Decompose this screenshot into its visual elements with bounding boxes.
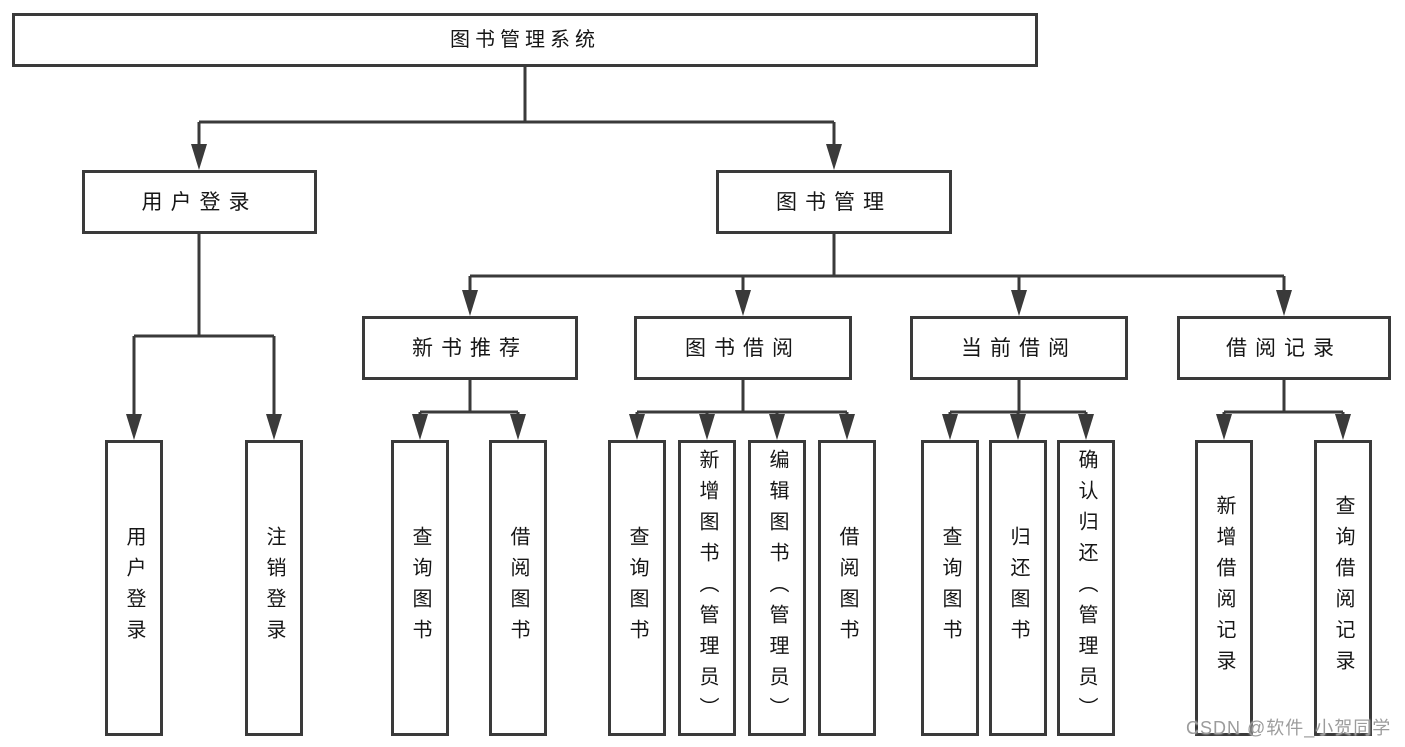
- node-user-login-label: 用户登录: [141, 190, 258, 214]
- leaf-borrow-books-borrowing-label: 借阅图书: [836, 526, 858, 650]
- leaf-user-login-label: 用户登录: [123, 526, 145, 650]
- connector-book-borrow-to-leaves: [635, 380, 849, 418]
- node-book-borrowing-label: 图书借阅: [685, 336, 801, 360]
- leaf-query-books-recommend: 查询图书: [391, 440, 449, 736]
- leaf-query-books-recommend-label: 查询图书: [409, 526, 431, 650]
- node-current-borrowing-label: 当前借阅: [961, 336, 1077, 360]
- leaf-add-borrow-record: 新增借阅记录: [1195, 440, 1253, 736]
- leaf-query-borrow-record: 查询借阅记录: [1314, 440, 1372, 736]
- leaf-confirm-return-admin: 确认归还（管理员）: [1057, 440, 1115, 736]
- node-borrowing-records-label: 借阅记录: [1226, 336, 1342, 360]
- node-user-login: 用户登录: [82, 170, 317, 234]
- leaf-logout-label: 注销登录: [263, 526, 285, 650]
- connector-book-mgmt-to-level3: [468, 234, 1286, 294]
- node-book-management: 图书管理: [716, 170, 952, 234]
- leaf-query-books-borrowing-label: 查询图书: [626, 526, 648, 650]
- leaf-add-book-admin: 新增图书（管理员）: [678, 440, 736, 736]
- node-new-book-recommendation-label: 新书推荐: [412, 336, 528, 360]
- leaf-edit-book-admin-label: 编辑图书（管理员）: [766, 448, 788, 728]
- node-current-borrowing: 当前借阅: [910, 316, 1128, 380]
- leaf-borrow-books-borrowing: 借阅图书: [818, 440, 876, 736]
- leaf-return-book: 归还图书: [989, 440, 1047, 736]
- leaf-user-login: 用户登录: [105, 440, 163, 736]
- node-new-book-recommendation: 新书推荐: [362, 316, 578, 380]
- node-library-system: 图书管理系统: [12, 13, 1038, 67]
- watermark: CSDN @软件_小贺同学: [1186, 718, 1392, 738]
- leaf-query-books-current: 查询图书: [921, 440, 979, 736]
- connector-root-to-level2: [197, 67, 836, 148]
- leaf-query-books-borrowing: 查询图书: [608, 440, 666, 736]
- leaf-query-books-current-label: 查询图书: [939, 526, 961, 650]
- connector-current-borrow-to-leaves: [948, 380, 1088, 418]
- leaf-return-book-label: 归还图书: [1007, 526, 1029, 650]
- leaf-borrow-books-recommend-label: 借阅图书: [507, 526, 529, 650]
- leaf-query-borrow-record-label: 查询借阅记录: [1332, 495, 1354, 681]
- node-library-system-label: 图书管理系统: [450, 29, 600, 51]
- connector-new-book-to-leaves: [418, 380, 520, 418]
- leaf-add-borrow-record-label: 新增借阅记录: [1213, 495, 1235, 681]
- node-book-borrowing: 图书借阅: [634, 316, 852, 380]
- leaf-logout: 注销登录: [245, 440, 303, 736]
- leaf-borrow-books-recommend: 借阅图书: [489, 440, 547, 736]
- connector-records-to-leaves: [1222, 380, 1345, 418]
- leaf-confirm-return-admin-label: 确认归还（管理员）: [1075, 448, 1097, 728]
- node-book-management-label: 图书管理: [776, 190, 892, 214]
- leaf-edit-book-admin: 编辑图书（管理员）: [748, 440, 806, 736]
- connector-user-login-to-leaves: [132, 234, 276, 418]
- node-borrowing-records: 借阅记录: [1177, 316, 1391, 380]
- arrowheads: [126, 144, 1351, 440]
- leaf-add-book-admin-label: 新增图书（管理员）: [696, 448, 718, 728]
